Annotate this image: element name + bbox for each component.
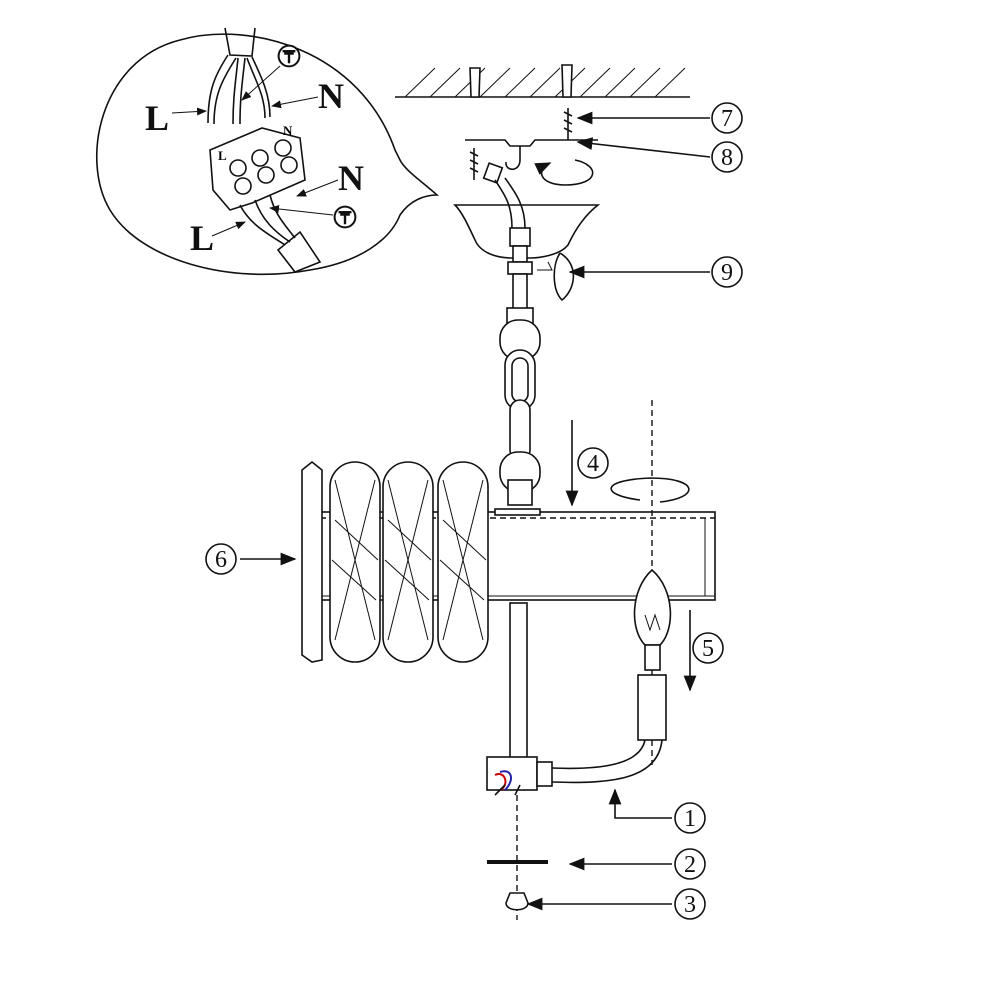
terminal-live-label: L — [218, 148, 227, 163]
set-screw-icon — [537, 261, 553, 271]
rotate-arrow-icon — [553, 252, 575, 302]
lamp-arm — [551, 739, 663, 784]
wiring-callout: L N L N N L — [96, 27, 440, 276]
supply-neutral-label: N — [318, 76, 344, 116]
supply-live-label: L — [145, 98, 169, 138]
svg-text:8: 8 — [721, 145, 733, 171]
step-5-marker: 5 — [692, 632, 724, 664]
screw-icon — [469, 148, 479, 180]
bulb-base — [644, 644, 661, 671]
step-4-marker: 4 — [577, 447, 609, 479]
step-3-marker: 3 — [674, 888, 706, 920]
wall-anchor — [469, 67, 481, 98]
finial — [505, 892, 529, 911]
crystal-rings — [301, 460, 489, 663]
rotate-arrow-icon — [610, 477, 690, 503]
junction-block — [486, 756, 553, 796]
supply-cable — [207, 27, 271, 125]
svg-text:9: 9 — [721, 260, 733, 286]
svg-text:1: 1 — [684, 806, 696, 832]
earth-ground-icon — [277, 44, 301, 68]
end-crystal-disc — [301, 460, 323, 663]
svg-text:5: 5 — [702, 636, 714, 662]
screw-icon — [563, 108, 573, 140]
svg-text:7: 7 — [721, 106, 733, 132]
lamp-wires — [239, 194, 296, 246]
ceiling-hook — [505, 146, 521, 171]
canopy — [453, 162, 601, 311]
lamp-cable — [276, 230, 322, 273]
step-6-marker: 6 — [205, 543, 237, 575]
chain — [499, 307, 541, 506]
svg-text:4: 4 — [587, 451, 599, 477]
lamp-live-label: L — [190, 218, 214, 258]
step-8-marker: 8 — [711, 141, 743, 173]
step-9-marker: 9 — [711, 256, 743, 288]
earth-ground-icon — [333, 205, 357, 229]
terminal-block: L N — [209, 123, 306, 211]
svg-text:3: 3 — [684, 892, 696, 918]
washer — [487, 860, 548, 864]
step-1-marker: 1 — [674, 802, 706, 834]
step-2-marker: 2 — [674, 848, 706, 880]
mounting-plate — [465, 139, 598, 147]
wall-anchor — [561, 64, 573, 98]
svg-text:2: 2 — [684, 852, 696, 878]
candle-bulb — [633, 568, 672, 646]
candle-sleeve — [637, 674, 667, 741]
terminal-neutral-label: N — [283, 123, 293, 138]
svg-text:6: 6 — [215, 547, 227, 573]
rotate-arrow-icon — [534, 159, 594, 186]
center-rod — [509, 602, 528, 759]
ceiling — [395, 64, 690, 98]
step-7-marker: 7 — [711, 102, 743, 134]
lamp-neutral-label: N — [338, 158, 364, 198]
